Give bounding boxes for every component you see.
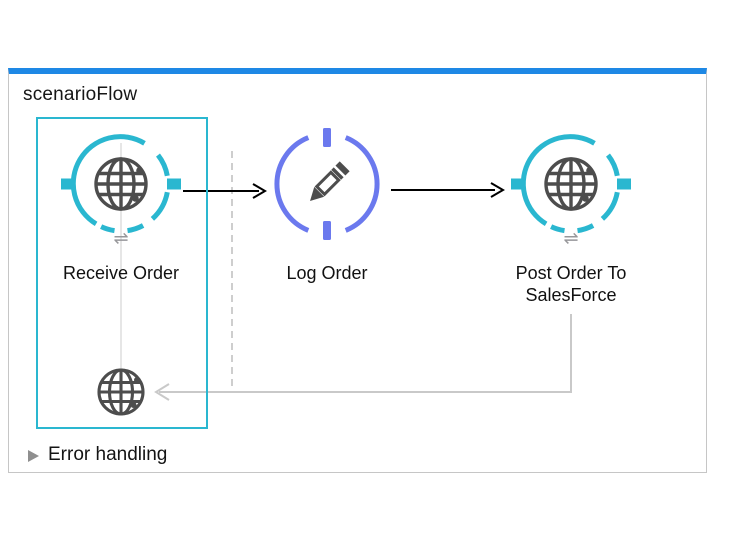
globe-icon — [94, 157, 148, 211]
flow-canvas[interactable]: scenarioFlow — [8, 68, 707, 473]
expand-triangle-icon[interactable] — [28, 450, 39, 462]
node-label-log-order: Log Order — [286, 263, 368, 283]
selection-rectangle — [36, 117, 208, 429]
error-handling-section[interactable]: Error handling — [9, 442, 706, 472]
connector-arrow-2 — [391, 182, 505, 198]
http-connector-circle — [511, 134, 631, 234]
exchange-arrows-icon: ⇌ — [563, 228, 579, 248]
response-globe[interactable] — [93, 364, 149, 420]
http-connector-circle — [61, 134, 181, 234]
node-label-receive-order: Receive Order — [62, 263, 180, 283]
node-post-order-to-salesforce[interactable] — [501, 114, 641, 254]
node-log-order[interactable] — [257, 114, 397, 254]
exchange-arrows-icon: ⇌ — [113, 228, 129, 248]
node-label-post-order: Post Order To SalesForce — [516, 262, 627, 306]
globe-icon — [544, 157, 598, 211]
globe-icon — [97, 368, 145, 416]
node-label-line-1: Post Order To — [515, 263, 627, 283]
node-receive-order[interactable] — [51, 114, 191, 254]
connector-layer — [120, 143, 572, 401]
return-connector-arrow — [154, 314, 572, 401]
logger-circle — [274, 128, 380, 240]
connector-arrow-1 — [183, 183, 267, 199]
error-handling-label: Error handling — [48, 444, 168, 465]
node-label-line-2: SalesForce — [525, 285, 617, 305]
pencil-icon — [310, 161, 350, 201]
flow-title[interactable]: scenarioFlow — [23, 84, 138, 105]
